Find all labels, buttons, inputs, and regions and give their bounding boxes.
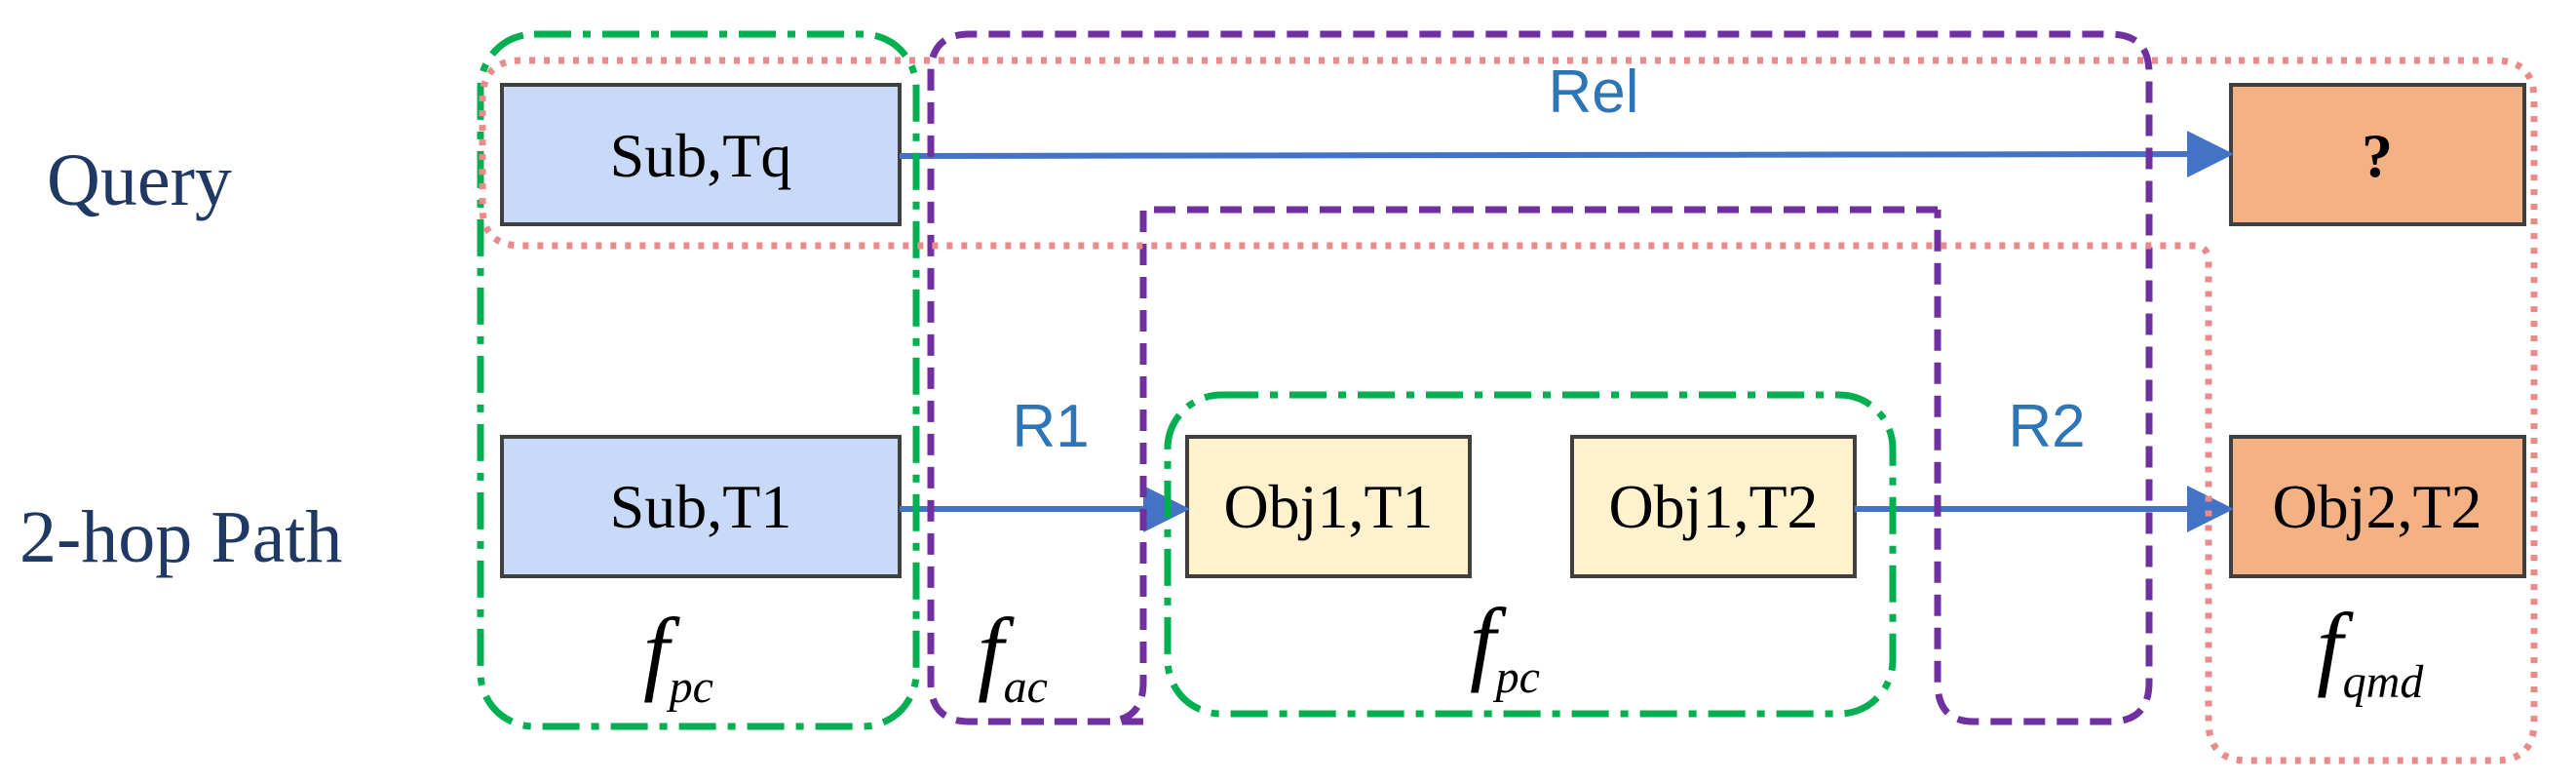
relation-label-rel: Rel: [1548, 59, 1638, 126]
group-mid-pc-outline: [1164, 391, 1897, 718]
node-path-subject: [500, 435, 902, 578]
relation-label-r1: R1: [1012, 393, 1089, 460]
node-query-subject: [500, 83, 902, 226]
node-path-subject-label: Sub,T1: [610, 472, 792, 541]
node-path-obj1-t2-label: Obj1,T2: [1608, 472, 1818, 541]
node-path-obj1-t1: [1185, 435, 1472, 578]
node-path-obj1-t2: [1570, 435, 1857, 578]
node-query-subject-label: Sub,Tq: [610, 121, 792, 190]
function-label-mid-pc: fpc: [1470, 589, 1540, 703]
group-ac-inner-outline: [970, 206, 1938, 725]
node-query-target-label: ?: [2362, 121, 2393, 190]
function-label-ac: fac: [978, 599, 1048, 713]
group-ac-outer-outline: [927, 30, 2153, 725]
row-label-query: Query: [47, 139, 232, 221]
arrow-rel: [899, 131, 2234, 178]
node-path-obj2-t2-label: Obj2,T2: [2272, 472, 2481, 541]
group-left-pc-outline: [477, 30, 920, 730]
function-label-left-pc: fpc: [643, 599, 713, 713]
node-query-target: [2229, 83, 2526, 226]
row-label-two-hop-path: 2-hop Path: [19, 496, 342, 578]
relation-label-r2: R2: [2008, 393, 2085, 460]
node-path-obj1-t1-label: Obj1,T1: [1223, 472, 1433, 541]
group-query-row-outline: [479, 57, 2538, 764]
function-label-qmd: fqmd: [2317, 594, 2424, 708]
